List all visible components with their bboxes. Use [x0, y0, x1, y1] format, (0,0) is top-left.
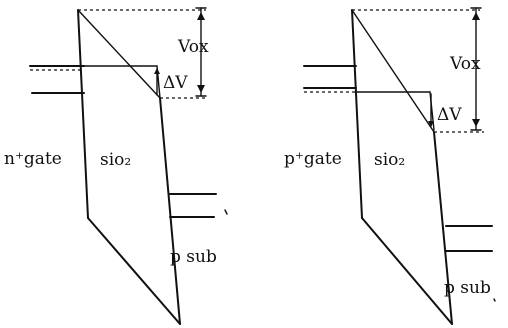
left-vox-dimension [195, 7, 207, 97]
right-oxide-label: sio₂ [374, 150, 405, 170]
right-vox-label: Vox [449, 54, 481, 74]
left-substrate-label: p sub [170, 247, 217, 267]
left-vox-label: Vox [177, 37, 209, 57]
left-gate-label: n⁺gate [4, 149, 62, 169]
left-delta-v-label: ΔV [163, 73, 188, 93]
left-panel: n⁺gate sio₂ p sub Vox ΔV [4, 7, 228, 325]
left-gate-band-lines [29, 65, 85, 94]
right-panel: p⁺gate sio₂ p sub Vox ΔV [284, 7, 493, 325]
right-substrate-band-lines [445, 225, 493, 252]
right-gate-band-lines [303, 65, 357, 93]
right-vox-dimension [470, 7, 482, 131]
stray-mark [493, 298, 496, 302]
right-delta-v-arrow [428, 93, 434, 127]
right-gate-label: p⁺gate [284, 149, 342, 169]
right-oxide-barrier [351, 9, 453, 325]
right-delta-v-label: ΔV [437, 105, 462, 125]
left-substrate-band-lines [169, 193, 228, 218]
left-delta-v-arrow [154, 68, 160, 96]
left-oxide-barrier [77, 9, 181, 325]
right-substrate-label: p sub [444, 278, 491, 298]
left-oxide-label: sio₂ [100, 150, 131, 170]
